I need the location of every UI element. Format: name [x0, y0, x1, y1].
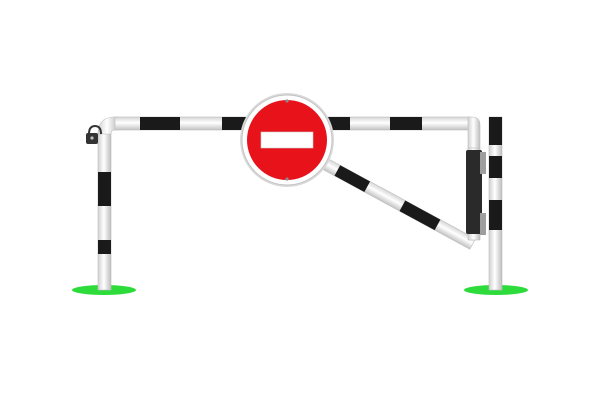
padlock-icon — [86, 124, 102, 144]
no-entry-sign-icon — [240, 93, 334, 187]
right-elbow — [467, 116, 481, 151]
left-post — [97, 131, 112, 291]
hinge-assembly — [466, 150, 486, 235]
right-post — [488, 116, 503, 291]
diagonal-brace — [314, 154, 476, 250]
